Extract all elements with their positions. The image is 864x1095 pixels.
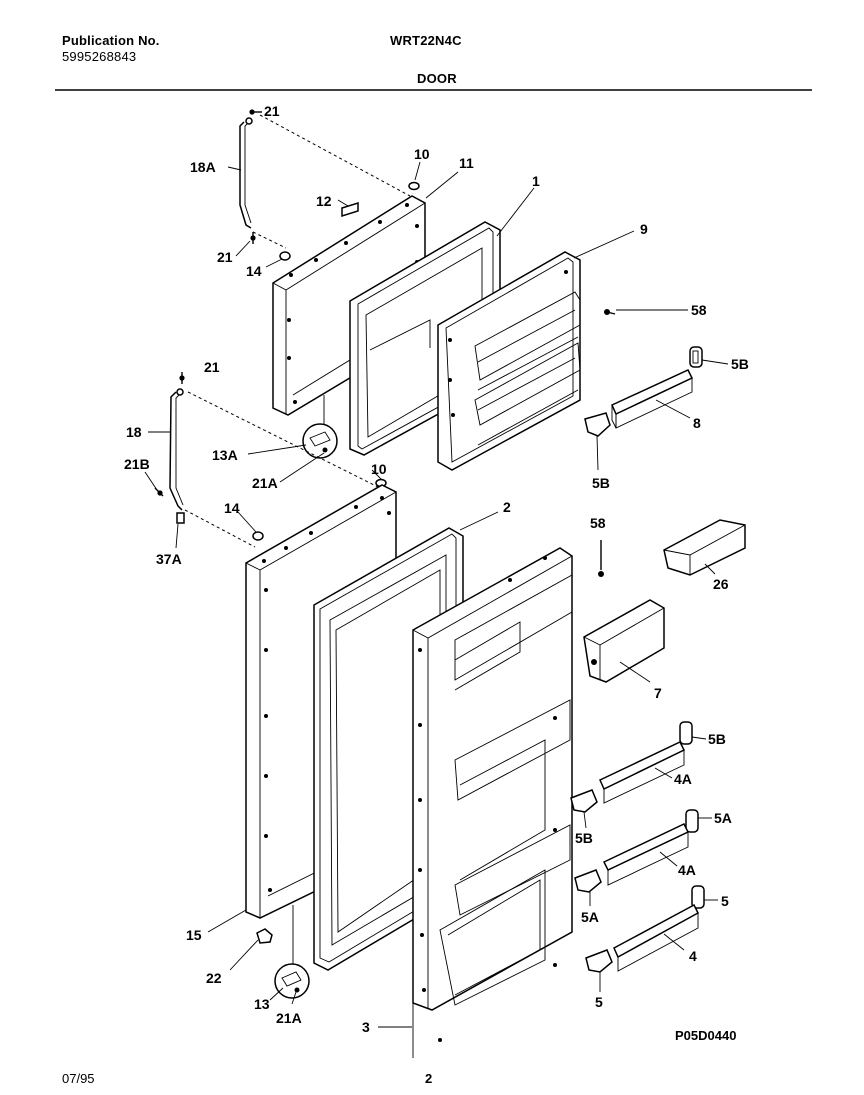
part-10-cap-top [408,181,420,191]
callout-5B: 5B [731,356,749,372]
part-14-plug-bottom [252,531,264,541]
callout-13A: 13A [212,447,238,463]
callout-8: 8 [693,415,701,431]
section-title: DOOR [417,71,457,86]
callout-5B: 5B [592,475,610,491]
footer-date: 07/95 [62,1071,95,1086]
callout-14: 14 [224,500,240,516]
callout-14: 14 [246,263,262,279]
callout-10: 10 [371,461,387,477]
bracket-37A [176,512,185,524]
callout-2: 2 [503,499,511,515]
diagram-code: P05D0440 [675,1028,737,1043]
callout-22: 22 [206,970,222,986]
callout-12: 12 [316,193,332,209]
callout-18A: 18A [190,159,216,175]
callout-5A: 5A [714,810,732,826]
callout-9: 9 [640,221,648,237]
part-22 [256,928,273,944]
screw-21-middle [179,372,185,384]
callout-58: 58 [691,302,707,318]
callout-5B: 5B [708,731,726,747]
callout-4A: 4A [674,771,692,787]
part-12 [341,201,359,218]
callout-7: 7 [654,685,662,701]
screw-21-top [249,109,262,115]
callout-5: 5 [721,893,729,909]
callout-4A: 4A [678,862,696,878]
hinge-13A [302,423,338,459]
callout-58: 58 [590,515,606,531]
callout-21A: 21A [252,475,278,491]
callout-1: 1 [532,173,540,189]
dairy-door-7 [583,599,665,683]
callout-21: 21 [264,103,280,119]
door-shelf-4A-lower [602,823,690,886]
freezer-handle-18A [239,117,253,229]
door-shelf-8 [611,369,694,429]
shelf-end-5B-right-mid [679,721,693,745]
hinge-13 [274,963,310,999]
callout-5: 5 [595,994,603,1010]
callout-5A: 5A [581,909,599,925]
callout-3: 3 [362,1019,370,1035]
model-number: WRT22N4C [390,33,462,48]
callout-21A: 21A [276,1010,302,1026]
screw-58-bottom [598,540,604,577]
screw-58-top [604,309,616,315]
shelf-end-5-right [691,885,705,909]
callout-21: 21 [217,249,233,265]
publication-label: Publication No. [62,33,160,48]
shelf-end-5B-right-top [689,346,703,368]
callout-26: 26 [713,576,729,592]
fresh-food-handle-18 [169,388,184,511]
callout-37A: 37A [156,551,182,567]
callout-15: 15 [186,927,202,943]
callout-4: 4 [689,948,697,964]
part-14-plug-top [279,251,291,261]
callout-18: 18 [126,424,142,440]
shelf-end-5B-left-mid [570,789,598,813]
page-number: 2 [425,1071,433,1086]
callout-11: 11 [459,155,474,171]
callout-13: 13 [254,996,270,1012]
door-shelf-4A-upper [599,741,686,804]
shelf-end-5A-right [685,809,699,833]
callout-5B: 5B [575,830,593,846]
callout-10: 10 [414,146,430,162]
door-shelf-4 [613,903,699,972]
callout-21B: 21B [124,456,150,472]
fresh-food-door-liner-3 [412,547,573,1042]
butter-tray-26 [663,519,746,576]
publication-number: 5995268843 [62,49,137,64]
freezer-door-liner-9 [437,251,581,471]
shelf-end-5B-left-top [584,412,611,437]
shelf-end-5A-left [574,869,602,893]
callout-21: 21 [204,359,220,375]
shelf-end-5-left [585,949,613,973]
screw-21-lower [250,232,256,244]
